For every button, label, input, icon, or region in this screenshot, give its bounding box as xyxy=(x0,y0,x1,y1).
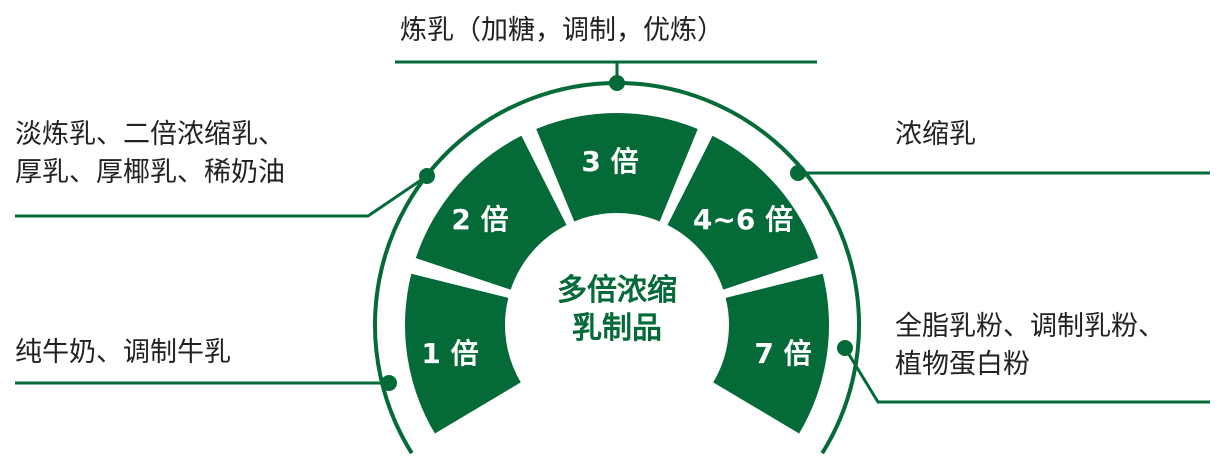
callout-2x-line1: 淡炼乳、二倍浓缩乳、 xyxy=(15,119,285,150)
segment-4-6x xyxy=(667,135,819,290)
connector-dot-4-6x xyxy=(790,165,806,181)
callout-1x: 纯牛奶、调制牛乳 xyxy=(15,337,231,368)
segment-label-2x: 2 倍 xyxy=(451,203,509,236)
callout-7x: 全脂乳粉、调制乳粉、 植物蛋白粉 xyxy=(895,308,1165,384)
callout-4-6x: 浓缩乳 xyxy=(895,119,976,150)
connector-dot-3x xyxy=(609,75,625,91)
callout-7x-line2: 植物蛋白粉 xyxy=(895,349,1030,380)
callout-7x-line1: 全脂乳粉、调制乳粉、 xyxy=(895,311,1165,342)
connector-dot-7x xyxy=(837,340,853,356)
segment-label-4-6x: 4~6 倍 xyxy=(692,203,794,236)
connector-line-2x xyxy=(15,174,428,218)
callout-2x: 淡炼乳、二倍浓缩乳、 厚乳、厚椰乳、稀奶油 xyxy=(15,116,285,192)
segment-1x xyxy=(405,273,521,434)
center-title-line1: 多倍浓缩 xyxy=(557,273,677,308)
connector-line-7x xyxy=(843,347,1210,404)
segment-3x xyxy=(536,112,698,222)
center-title: 多倍浓缩 乳制品 xyxy=(557,272,677,348)
connector-dot-1x xyxy=(381,375,397,391)
callout-3x: 炼乳（加糖，调制，优炼） xyxy=(400,15,724,46)
segment-2x xyxy=(415,135,567,290)
segment-label-3x: 3 倍 xyxy=(581,145,639,178)
center-title-line2: 乳制品 xyxy=(572,311,662,346)
segment-label-1x: 1 倍 xyxy=(421,337,479,370)
segment-label-7x: 7 倍 xyxy=(754,337,812,370)
callout-2x-line2: 厚乳、厚椰乳、稀奶油 xyxy=(15,157,285,188)
segment-7x xyxy=(713,273,829,434)
connector-dot-2x xyxy=(419,168,435,184)
